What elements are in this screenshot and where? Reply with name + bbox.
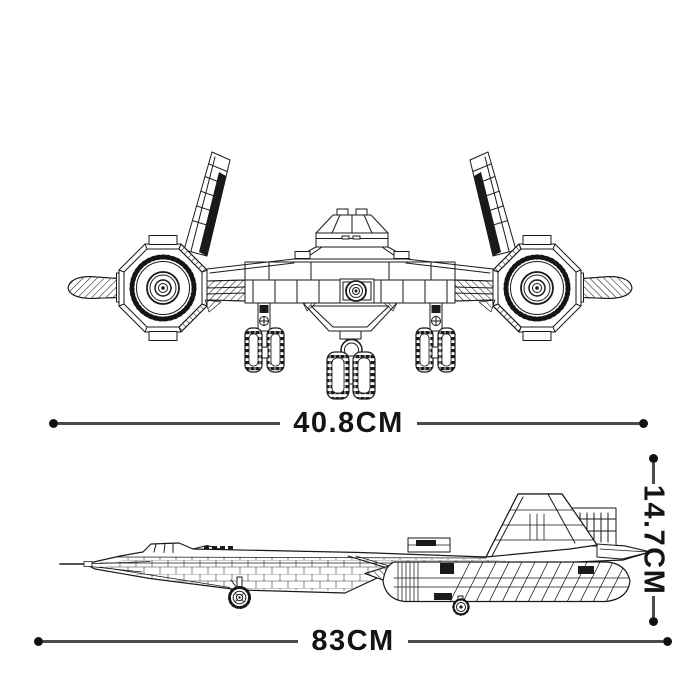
- dimension-endpoint-dot: [34, 636, 43, 646]
- dimension-endpoint-dot: [49, 418, 58, 428]
- front-left-nacelle: [118, 235, 208, 341]
- side-canopy: [153, 542, 233, 553]
- front-right-main-gear: [415, 302, 456, 373]
- dimension-line: [58, 421, 281, 425]
- dimension-line: [651, 463, 655, 484]
- side-spine-fairing: [407, 537, 451, 553]
- front-nose-gear: [326, 338, 376, 400]
- side-engine-pod: [364, 561, 631, 603]
- dimension-endpoint-dot: [639, 418, 649, 428]
- front-right-nacelle: [492, 235, 582, 341]
- dimension-line: [651, 596, 655, 617]
- front-right-fin: [469, 151, 517, 257]
- dimension-endpoint-dot: [648, 454, 658, 463]
- length-dimension: 83CM: [34, 623, 673, 659]
- dimension-endpoint-dot: [648, 617, 658, 626]
- dimension-line: [43, 639, 299, 643]
- front-left-main-gear: [244, 302, 285, 373]
- side-rear-wheel: [452, 595, 470, 616]
- height-dimension-label-box: 14.7CM: [637, 484, 670, 596]
- dimension-endpoint-dot: [663, 636, 673, 646]
- width-dimension-label: 40.8CM: [293, 406, 404, 439]
- side-front-wheel: [228, 576, 251, 609]
- front-view: [67, 151, 633, 400]
- front-left-fin: [183, 151, 231, 257]
- front-lower-keel: [302, 302, 398, 340]
- side-view: [59, 493, 651, 616]
- height-dimension: 14.7CM: [637, 454, 670, 626]
- length-dimension-label: 83CM: [311, 624, 395, 657]
- dimension-line: [416, 421, 640, 425]
- front-right-wingtip: [571, 270, 633, 305]
- height-dimension-label: 14.7CM: [637, 484, 670, 596]
- front-fuselage-cockpit: [293, 208, 411, 260]
- dimension-line: [407, 639, 664, 643]
- front-center-wing-band: [204, 258, 496, 313]
- side-tail-fin: [485, 493, 598, 558]
- width-dimension: 40.8CM: [49, 405, 649, 441]
